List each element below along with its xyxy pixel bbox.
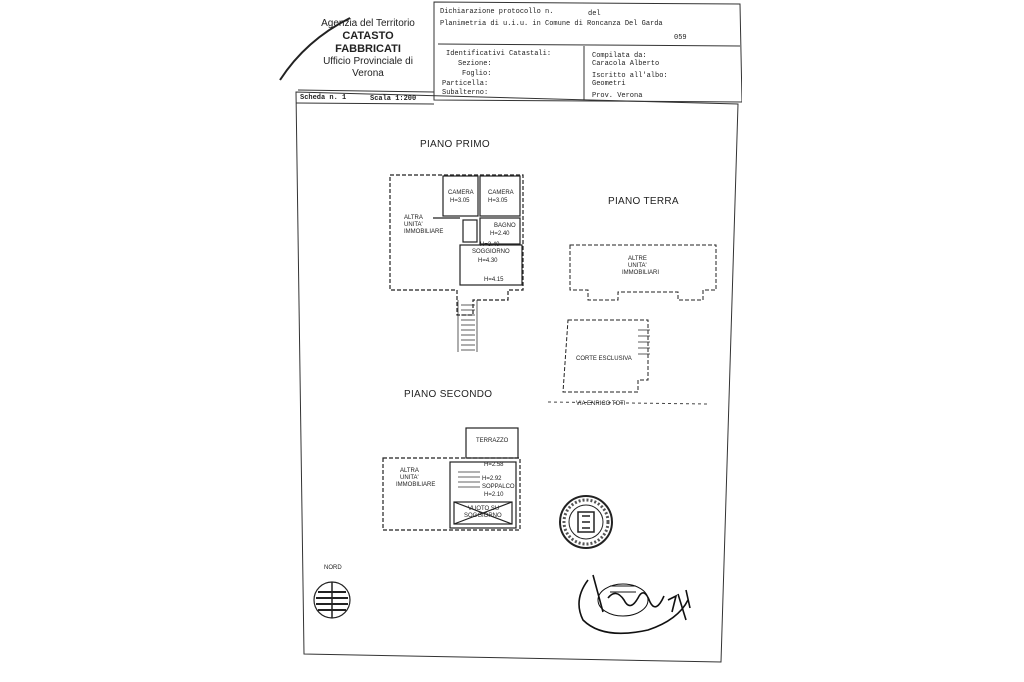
room-soggiorno-height-2: H=4.30 [478, 258, 498, 264]
room-soggiorno: SOGGIORNO [472, 249, 510, 255]
foglio-label: Foglio: [462, 70, 492, 78]
official-seal-icon [559, 495, 613, 549]
room-vuoto-b: SOGGIORNO [464, 513, 502, 519]
agency-line3: Ufficio Provinciale di [323, 56, 413, 67]
room-corte: CORTE ESCLUSIVA [576, 356, 632, 362]
agency-line1: Agenzia del Territorio [321, 18, 415, 29]
room-soppalco-height-1: H=2.58 [484, 462, 504, 468]
north-arrow-icon [313, 581, 351, 619]
room-soppalco: SOPPALCO [482, 484, 515, 490]
agency-line4: Verona [352, 68, 384, 79]
del-label: del [588, 10, 601, 18]
room-bagno-height: H=2.40 [490, 231, 510, 237]
province-value: Prov. Verona [592, 92, 643, 100]
room-altre-c: IMMOBILIARI [622, 270, 660, 276]
room-camera-2-height: H=3.05 [488, 198, 508, 204]
room-altra-1-b: UNITA' [404, 222, 423, 228]
scheda-label: Scheda n. 1 [300, 94, 347, 102]
floor-plan-drawing [279, 1, 742, 663]
cadastral-sheet: Agenzia del Territorio CATASTO FABBRICAT… [258, 0, 742, 682]
dichiarazione-label: Dichiarazione protocollo n. [440, 8, 554, 16]
albo-value: Geometri [592, 80, 626, 88]
room-altra-2-c: IMMOBILIARE [396, 482, 436, 488]
street-name: VIA ENRICO TOTI [576, 401, 626, 407]
room-altre-a: ALTRE [628, 256, 647, 262]
identificativi-label: Identificativi Catastali: [446, 50, 552, 58]
room-altra-2-b: UNITA' [400, 475, 419, 481]
floor-title-terra: PIANO TERRA [608, 196, 679, 207]
compilata-label: Compilata da: [592, 52, 647, 60]
subalterno-label: Subalterno: [442, 89, 489, 97]
room-camera-2: CAMERA [488, 190, 514, 196]
sezione-label: Sezione: [458, 60, 492, 68]
room-altre-b: UNITA' [628, 263, 647, 269]
room-altra-1-c: IMMOBILIARE [404, 229, 444, 235]
room-ingresso-height: H=4.15 [484, 277, 504, 283]
room-soggiorno-height-1: H=3.40 [480, 242, 500, 248]
agency-line2: CATASTO FABBRICATI [335, 30, 401, 55]
room-altra-1-a: ALTRA [404, 215, 423, 221]
north-label: NORD [324, 565, 342, 571]
room-soppalco-height-3: H=2.10 [484, 492, 504, 498]
compiler-name: Caracola Alberto [592, 60, 660, 68]
iscritto-label: Iscritto all'albo: [592, 72, 668, 80]
room-altra-2-a: ALTRA [400, 468, 419, 474]
room-terrazzo: TERRAZZO [476, 438, 509, 444]
planimetria-label: Planimetria di u.i.u. in Comune di Ronca… [440, 20, 663, 28]
room-camera-1-height: H=3.05 [450, 198, 470, 204]
sheet-number: 059 [674, 34, 687, 42]
scala-label: Scala 1:200 [370, 95, 417, 103]
agency-stamp: Agenzia del Territorio CATASTO FABBRICAT… [308, 18, 428, 80]
room-vuoto-a: VUOTO SU [468, 506, 500, 512]
room-soppalco-height-2: H=2.92 [482, 476, 502, 482]
room-camera-1: CAMERA [448, 190, 474, 196]
floor-title-secondo: PIANO SECONDO [404, 389, 493, 400]
room-bagno: BAGNO [494, 223, 516, 229]
particella-label: Particella: [442, 80, 489, 88]
floor-title-primo: PIANO PRIMO [420, 139, 490, 150]
signature-stamp-icon [578, 574, 691, 635]
